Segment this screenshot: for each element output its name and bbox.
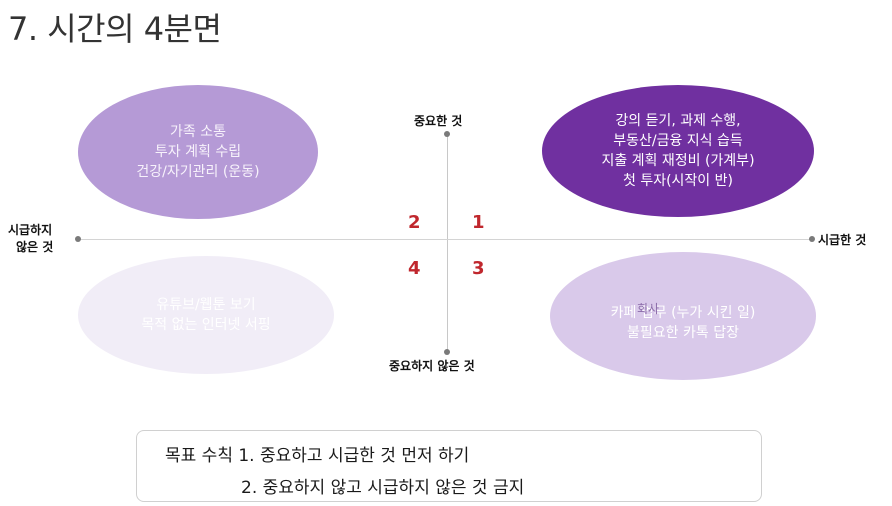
quadrant-number-2: 2	[408, 212, 421, 233]
axis-dot-top	[444, 131, 450, 137]
axis-label-not-urgent-1: 시급하지	[8, 223, 53, 237]
quadrant-1-item: 부동산/금융 지식 습득	[613, 133, 743, 149]
quadrant-2-item: 가족 소통	[170, 124, 226, 140]
axis-label-not-important: 중요하지 않은 것	[389, 359, 475, 373]
quadrant-1-ellipse: 강의 듣기, 과제 수행, 부동산/금융 지식 습득 지출 계획 재정비 (가계…	[542, 85, 814, 217]
vertical-axis	[447, 134, 448, 352]
quadrant-4-item: 유튜브/웹툰 보기	[156, 297, 256, 313]
quadrant-3-ellipse: 카페 업무 (누가 시킨 일) 불필요한 카톡 답장	[550, 252, 816, 380]
quadrant-number-4: 4	[408, 258, 421, 279]
quadrant-1-item: 강의 듣기, 과제 수행,	[615, 113, 741, 129]
quadrant-1-item: 지출 계획 재정비 (가계부)	[601, 153, 755, 169]
quadrant-number-1: 1	[472, 212, 485, 233]
quadrant-2-item: 건강/자기관리 (운동)	[136, 164, 260, 180]
axis-label-important: 중요한 것	[414, 114, 463, 128]
quadrant-4-ellipse: 유튜브/웹툰 보기 목적 없는 인터넷 서핑	[78, 256, 334, 374]
quadrant-2-ellipse: 가족 소통 투자 계획 수립 건강/자기관리 (운동)	[78, 85, 318, 219]
quadrant-3-item: 카페 업무 (누가 시킨 일)	[610, 305, 756, 321]
quadrant-4-item: 목적 없는 인터넷 서핑	[141, 317, 271, 333]
page-title: 7. 시간의 4분면	[8, 10, 222, 48]
quadrant-1-item: 첫 투자(시작이 반)	[623, 173, 733, 189]
axis-dot-left	[75, 236, 81, 242]
quadrant-2-item: 투자 계획 수립	[154, 144, 242, 160]
goal-line-2: 2. 중요하지 않고 시급하지 않은 것 금지	[241, 478, 525, 498]
goal-line-1: 목표 수칙 1. 중요하고 시급한 것 먼저 하기	[165, 446, 470, 466]
axis-dot-bottom	[444, 349, 450, 355]
axis-label-not-urgent-2: 않은 것	[16, 240, 54, 254]
axis-dot-right	[809, 236, 815, 242]
quadrant-3-tag: 회사	[637, 302, 660, 316]
quadrant-3-item: 불필요한 카톡 답장	[627, 325, 739, 341]
horizontal-axis	[78, 239, 812, 240]
goal-box: 목표 수칙 1. 중요하고 시급한 것 먼저 하기 2. 중요하지 않고 시급하…	[136, 430, 762, 502]
quadrant-number-3: 3	[472, 258, 485, 279]
axis-label-urgent: 시급한 것	[818, 233, 867, 247]
